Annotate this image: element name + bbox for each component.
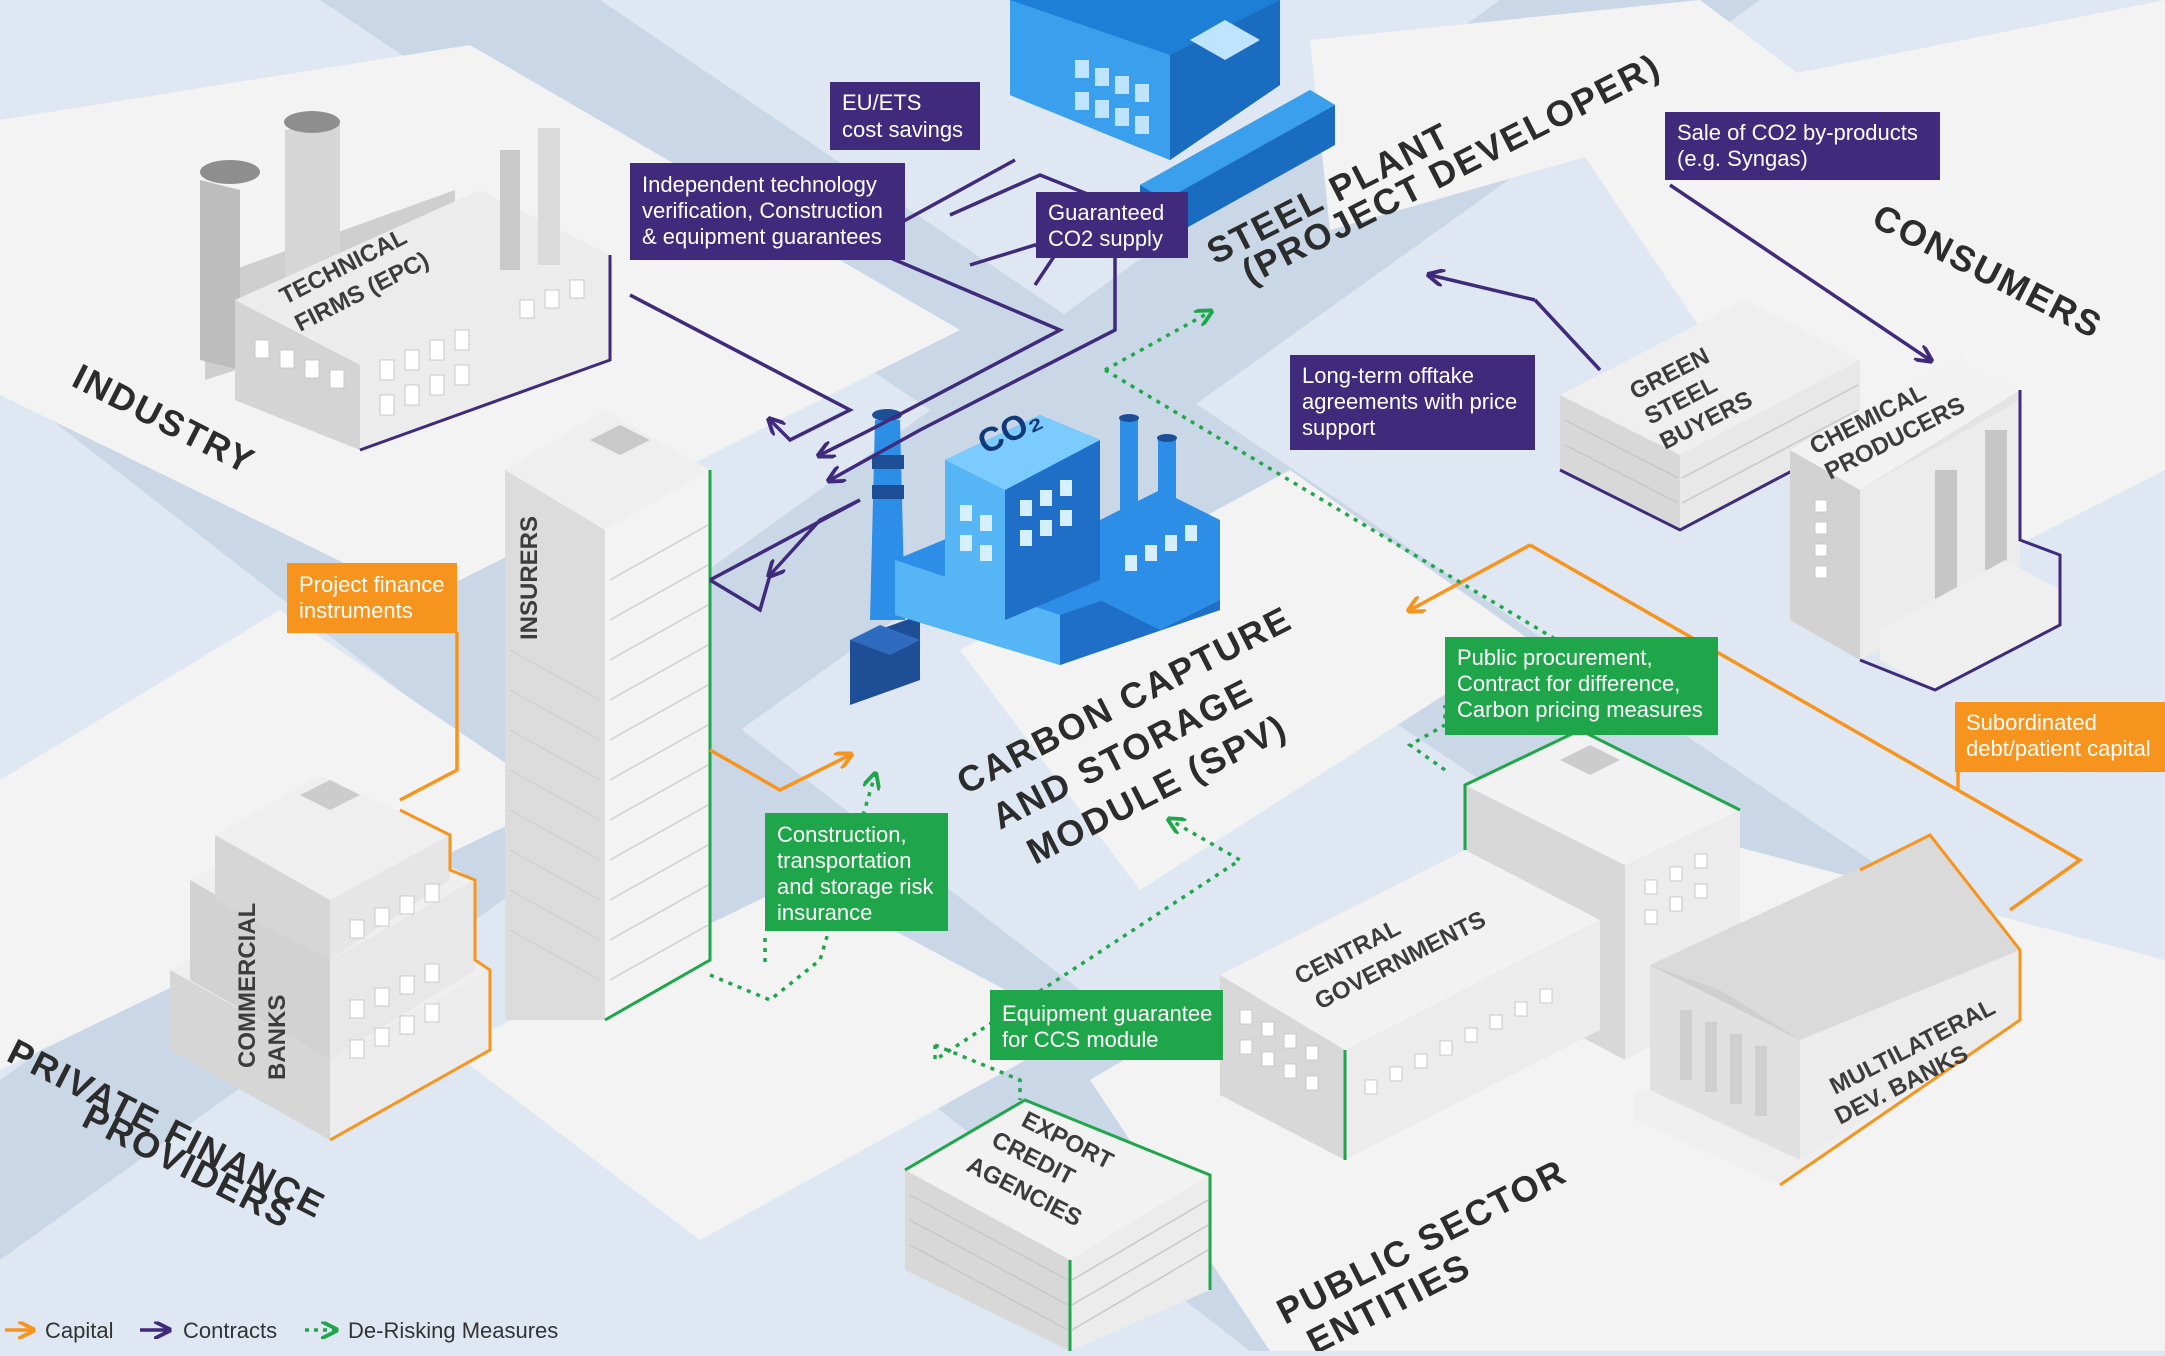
callout-subordinated: Subordinated debt/patient capital: [1955, 702, 2165, 772]
legend-contracts-label: Contracts: [183, 1318, 277, 1343]
callout-equipment-guarantee-line-2: for CCS module: [1002, 1027, 1159, 1052]
callout-independent-tech-line-3: & equipment guarantees: [642, 224, 882, 249]
legend: Capital Contracts De-Risking Measures: [5, 1318, 558, 1343]
callout-construction-insurance-line-1: Construction,: [777, 822, 907, 847]
steel-plant-building: [1010, 0, 1335, 240]
callout-eu-ets: EU/ETS cost savings: [830, 82, 980, 150]
callout-equipment-guarantee: Equipment guarantee for CCS module: [990, 990, 1223, 1060]
technical-firms-building: [200, 111, 612, 452]
callout-project-finance-line-1: Project finance: [299, 572, 445, 597]
callout-project-finance: Project finance instruments: [287, 563, 457, 633]
callout-construction-insurance-line-3: and storage risk: [777, 874, 935, 899]
callout-subordinated-line-2: debt/patient capital: [1966, 736, 2151, 761]
commercial-banks-building: [170, 775, 492, 1142]
legend-capital: Capital: [5, 1318, 113, 1343]
callout-offtake-line-2: agreements with price: [1302, 389, 1517, 414]
callout-eu-ets-line-2: cost savings: [842, 117, 963, 142]
callout-construction-insurance: Construction, transportation and storage…: [765, 813, 948, 931]
legend-derisking-label: De-Risking Measures: [348, 1318, 558, 1343]
commercial-banks-label-1: COMMERCIAL: [234, 903, 261, 1068]
insurers-building: [505, 410, 712, 1022]
callout-construction-insurance-line-4: insurance: [777, 900, 872, 925]
callout-guaranteed-co2: Guaranteed CO2 supply: [1036, 192, 1188, 258]
callout-offtake-line-3: support: [1302, 415, 1375, 440]
commercial-banks-label-2: BANKS: [264, 995, 291, 1080]
ccs-module-building: [850, 409, 1220, 705]
callout-independent-tech-line-2: verification, Construction: [642, 198, 883, 223]
contract-lines: [629, 158, 1930, 613]
callout-public-procurement-line-3: Carbon pricing measures: [1457, 697, 1703, 722]
callout-public-procurement-line-1: Public procurement,: [1457, 645, 1653, 670]
callout-independent-tech-line-1: Independent technology: [642, 172, 877, 197]
insurers-label: INSURERS: [516, 516, 543, 640]
legend-contracts: Contracts: [140, 1318, 277, 1343]
callout-eu-ets-line-1: EU/ETS: [842, 90, 921, 115]
callout-guaranteed-co2-line-1: Guaranteed: [1048, 200, 1164, 225]
callout-sale-byproducts-line-1: Sale of CO2 by-products: [1677, 120, 1918, 145]
green-steel-buyers-building: [1559, 300, 1861, 532]
callout-public-procurement-line-2: Contract for difference,: [1457, 671, 1680, 696]
callout-guaranteed-co2-line-2: CO2 supply: [1048, 226, 1163, 251]
export-credit-agencies-building: [904, 1098, 1212, 1351]
callout-sale-byproducts-line-2: (e.g. Syngas): [1677, 146, 1808, 171]
legend-derisking: De-Risking Measures: [305, 1318, 558, 1343]
callout-offtake-line-1: Long-term offtake: [1302, 363, 1474, 388]
callout-sale-byproducts: Sale of CO2 by-products (e.g. Syngas): [1665, 112, 1940, 180]
callout-subordinated-line-1: Subordinated: [1966, 710, 2097, 735]
callout-offtake: Long-term offtake agreements with price …: [1290, 355, 1535, 450]
multilateral-dev-banks-building: [1635, 833, 2022, 1187]
callout-equipment-guarantee-line-1: Equipment guarantee: [1002, 1001, 1212, 1026]
callout-independent-tech: Independent technology verification, Con…: [630, 163, 905, 260]
callout-public-procurement: Public procurement, Contract for differe…: [1445, 637, 1718, 735]
callout-project-finance-line-2: instruments: [299, 598, 413, 623]
legend-capital-label: Capital: [45, 1318, 113, 1343]
callout-construction-insurance-line-2: transportation: [777, 848, 912, 873]
chemical-producers-building: [1790, 355, 2062, 692]
